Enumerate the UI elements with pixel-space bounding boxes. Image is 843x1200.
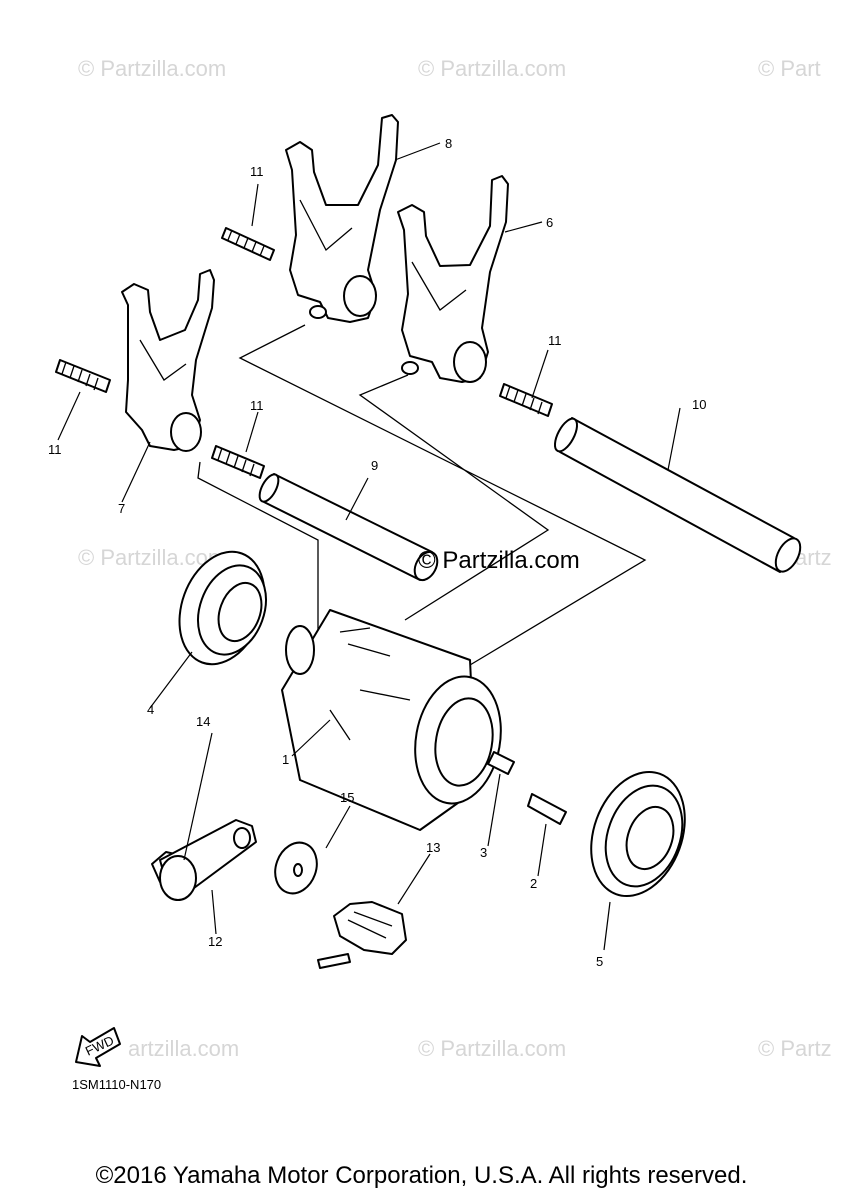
watermark-top-center: © Partzilla.com: [418, 56, 566, 81]
callout-1: 1: [282, 752, 289, 767]
callout-10: 10: [692, 397, 706, 412]
watermark-bottom-left: artzilla.com: [128, 1036, 239, 1061]
spring-11-top[interactable]: [221, 227, 275, 261]
callout-14: 14: [196, 714, 210, 729]
callout-12: 12: [208, 934, 222, 949]
shift-fork-shaft-10[interactable]: [550, 415, 805, 575]
callout-6: 6: [546, 215, 553, 230]
watermark-bottom-center: © Partzilla.com: [418, 1036, 566, 1061]
callout-11-right: 11: [548, 333, 562, 348]
callout-15: 15: [340, 790, 354, 805]
callout-11-top: 11: [250, 164, 264, 179]
washer-15[interactable]: [268, 837, 323, 900]
bearing-5[interactable]: [575, 759, 701, 909]
spring-3[interactable]: [487, 751, 515, 775]
torsion-spring-13[interactable]: [317, 901, 407, 969]
watermark-bottom-right: © Partz: [758, 1036, 832, 1061]
shift-fork-shaft-9[interactable]: [256, 471, 442, 583]
shift-drum-1[interactable]: [281, 609, 510, 831]
watermark-top-right: © Part: [758, 56, 821, 81]
callout-13: 13: [426, 840, 440, 855]
stopper-lever-12[interactable]: [159, 819, 257, 901]
shift-fork-7[interactable]: [121, 269, 215, 452]
forward-arrow-icon: FWD: [75, 1027, 121, 1067]
bearing-4[interactable]: [165, 540, 280, 676]
diagram-code: 1SM1110-N170: [72, 1077, 161, 1092]
pin-2[interactable]: [527, 793, 567, 825]
copyright-notice: ©2016 Yamaha Motor Corporation, U.S.A. A…: [95, 1162, 748, 1189]
shift-fork-8[interactable]: [285, 114, 399, 323]
callout-9: 9: [371, 458, 378, 473]
watermark-top-left: © Partzilla.com: [78, 56, 226, 81]
callout-11-left: 11: [48, 442, 62, 457]
callout-4: 4: [147, 702, 154, 717]
callouts: 8 6 11 11 11 11 10 9 7 4 1 3 2 5 14 12 1…: [48, 136, 706, 969]
callout-8: 8: [445, 136, 452, 151]
spring-11-center[interactable]: [211, 445, 265, 479]
callout-3: 3: [480, 845, 487, 860]
callout-11-center: 11: [250, 398, 264, 413]
callout-7: 7: [118, 501, 125, 516]
callout-5: 5: [596, 954, 603, 969]
center-watermark: © Partzilla.com: [418, 547, 580, 574]
shift-fork-6[interactable]: [397, 175, 509, 383]
leader-lines: [57, 142, 681, 951]
spring-11-right[interactable]: [499, 383, 553, 417]
assembly-lines: [197, 324, 647, 690]
spring-11-left[interactable]: [55, 359, 111, 393]
callout-2: 2: [530, 876, 537, 891]
